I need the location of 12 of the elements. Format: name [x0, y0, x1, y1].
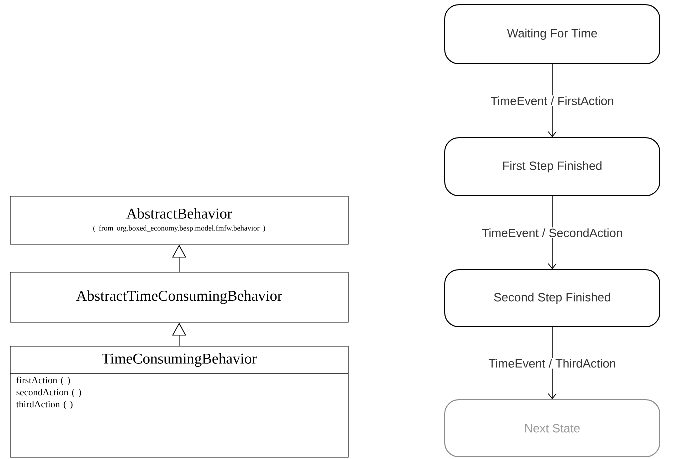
- state-box: Second Step Finished: [444, 270, 660, 328]
- class-box: TimeConsumingBehavior firstAction ( ) secondAction ( ) thirdAction ( ): [10, 346, 349, 458]
- state-box: First Step Finished: [444, 138, 660, 196]
- state-box: Waiting For Time: [444, 4, 660, 64]
- edge-label: TimeEvent / ThirdAction: [488, 358, 618, 369]
- state-box: Next State: [444, 400, 660, 458]
- edge-label: TimeEvent / SecondAction: [481, 228, 624, 238]
- arrow: [548, 196, 557, 270]
- arrow: [548, 327, 557, 400]
- edge-label: TimeEvent / FirstAction: [490, 96, 616, 106]
- class-box: AbstractTimeConsumingBehavior: [10, 272, 349, 323]
- arrow: [548, 64, 557, 138]
